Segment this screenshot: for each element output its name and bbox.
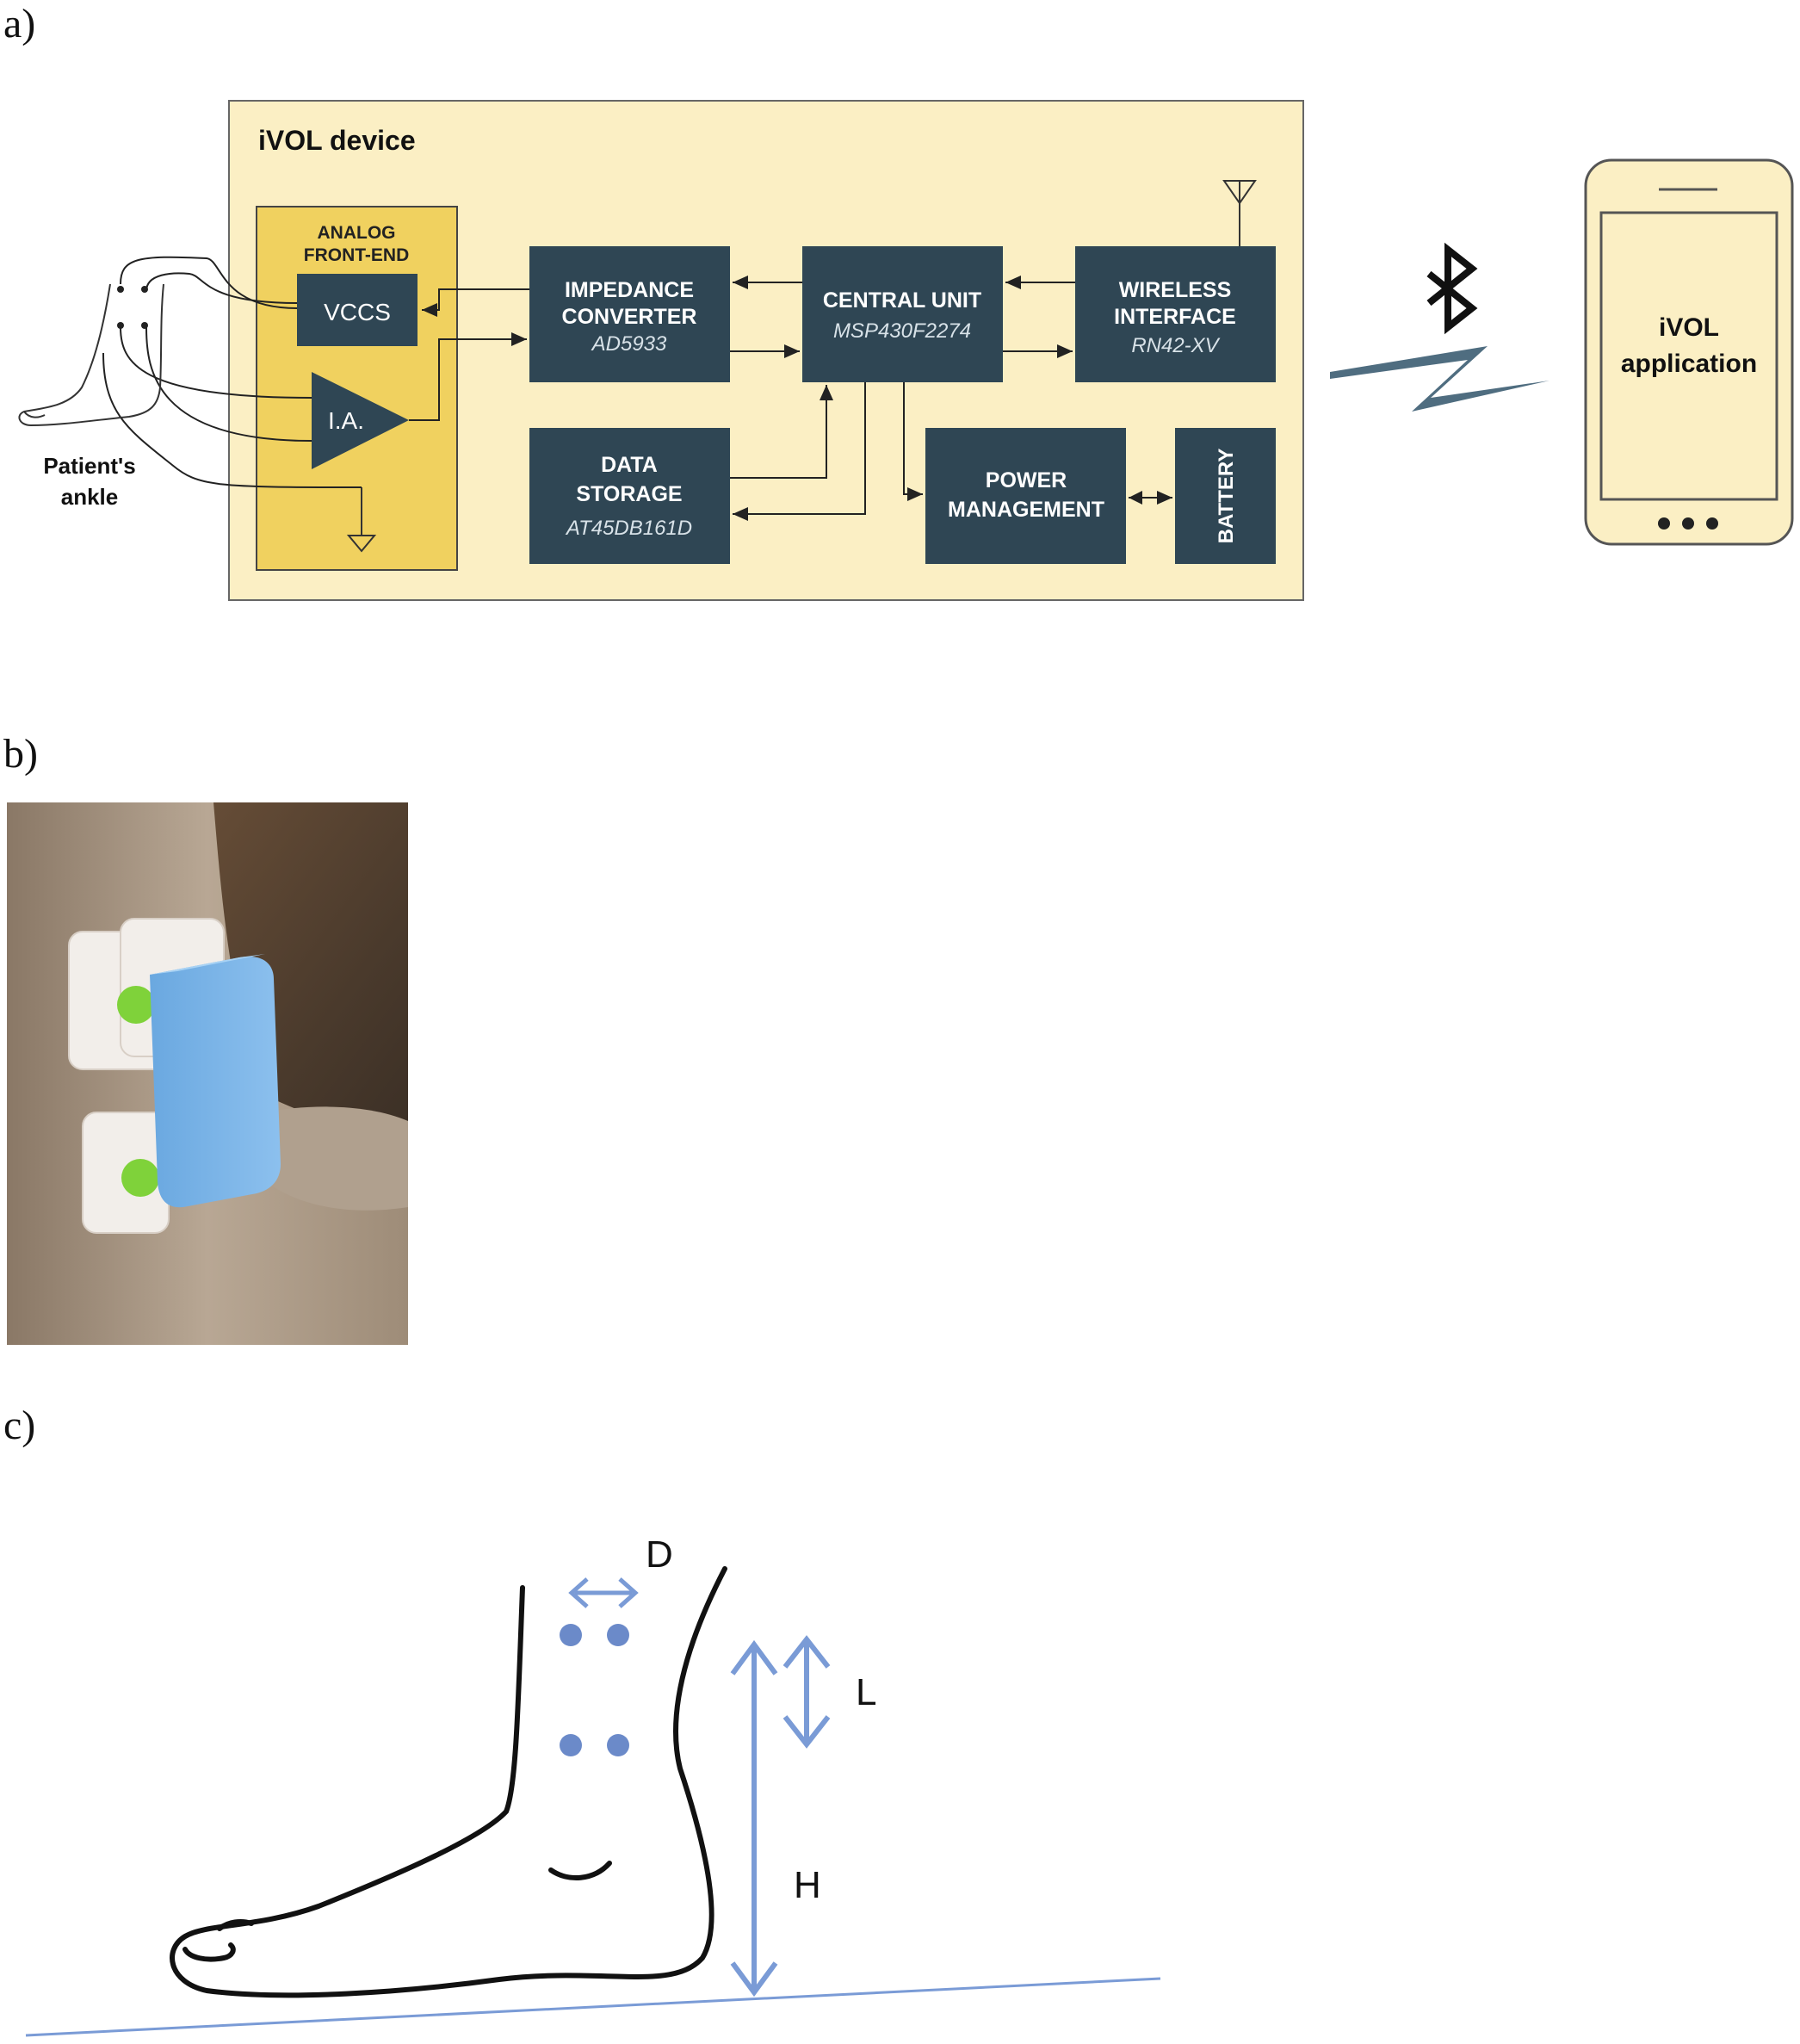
system-block-diagram: iVOL device ANALOG FRONT-END VCCS I.A. I…	[18, 100, 1794, 601]
impedance-converter-block: IMPEDANCE CONVERTER AD5933	[529, 246, 730, 382]
label-d: D	[646, 1533, 673, 1576]
afe-title-2: FRONT-END	[304, 245, 410, 265]
svg-text:DATA: DATA	[601, 453, 658, 477]
ia-label: I.A.	[328, 407, 364, 434]
panel-label-a: a)	[3, 1, 36, 46]
battery-block: BATTERY	[1175, 428, 1276, 564]
svg-text:AT45DB161D: AT45DB161D	[565, 517, 692, 540]
foot-outline	[170, 1566, 727, 1998]
ground-line	[25, 1977, 1161, 2037]
label-l: L	[856, 1671, 876, 1713]
vccs-label: VCCS	[324, 299, 391, 325]
distance-d-arrow	[568, 1577, 639, 1608]
svg-text:INTERFACE: INTERFACE	[1114, 305, 1236, 329]
svg-text:RN42-XV: RN42-XV	[1131, 334, 1220, 357]
wireless-link-icon	[1330, 346, 1549, 412]
height-h-arrow	[730, 1639, 778, 1998]
power-management-block: POWER MANAGEMENT	[925, 428, 1126, 564]
ankle-measurement-diagram: D L H	[25, 1533, 1161, 2037]
svg-text:AD5933: AD5933	[591, 332, 667, 356]
electrode-markers	[560, 1624, 629, 1756]
length-l-arrow	[782, 1635, 831, 1749]
panel-label-c: c)	[3, 1403, 36, 1448]
svg-text:CENTRAL UNIT: CENTRAL UNIT	[823, 288, 981, 313]
panel-label-b: b)	[3, 731, 38, 777]
instrumentation-amplifier	[312, 372, 409, 469]
photo-illustration	[7, 802, 408, 1345]
phone-app-label-1: iVOL	[1659, 313, 1719, 342]
label-h: H	[794, 1864, 821, 1906]
svg-text:MSP430F2274: MSP430F2274	[833, 319, 971, 343]
svg-text:POWER: POWER	[986, 468, 1067, 492]
vccs-block	[297, 274, 418, 346]
data-storage-block: DATA STORAGE AT45DB161D	[529, 428, 730, 564]
svg-text:STORAGE: STORAGE	[576, 482, 682, 506]
device-on-ankle-photo	[7, 802, 408, 1345]
analog-front-end-box	[256, 206, 458, 571]
antenna-icon	[1222, 180, 1257, 246]
svg-text:CONVERTER: CONVERTER	[562, 305, 697, 329]
phone-app-label-2: application	[1621, 350, 1757, 378]
device-title: iVOL device	[258, 125, 416, 156]
afe-title-1: ANALOG	[318, 223, 396, 243]
electrode-dots	[117, 286, 148, 329]
ground-icon	[346, 487, 377, 553]
patient-ankle-label-1: Patient's	[43, 453, 135, 479]
svg-text:WIRELESS: WIRELESS	[1119, 278, 1232, 302]
patient-foot-sketch	[18, 283, 164, 427]
patient-ankle-label-2: ankle	[61, 484, 119, 510]
electrode-wires	[102, 256, 362, 488]
central-unit-block: CENTRAL UNIT MSP430F2274	[802, 246, 1003, 382]
svg-text:IMPEDANCE: IMPEDANCE	[565, 278, 694, 302]
signal-connections	[409, 276, 1172, 521]
bluetooth-icon	[1426, 242, 1478, 335]
smartphone-icon	[1584, 158, 1794, 546]
svg-text:MANAGEMENT: MANAGEMENT	[948, 498, 1104, 522]
svg-text:BATTERY: BATTERY	[1215, 449, 1238, 544]
wireless-interface-block: WIRELESS INTERFACE RN42-XV	[1075, 246, 1276, 382]
